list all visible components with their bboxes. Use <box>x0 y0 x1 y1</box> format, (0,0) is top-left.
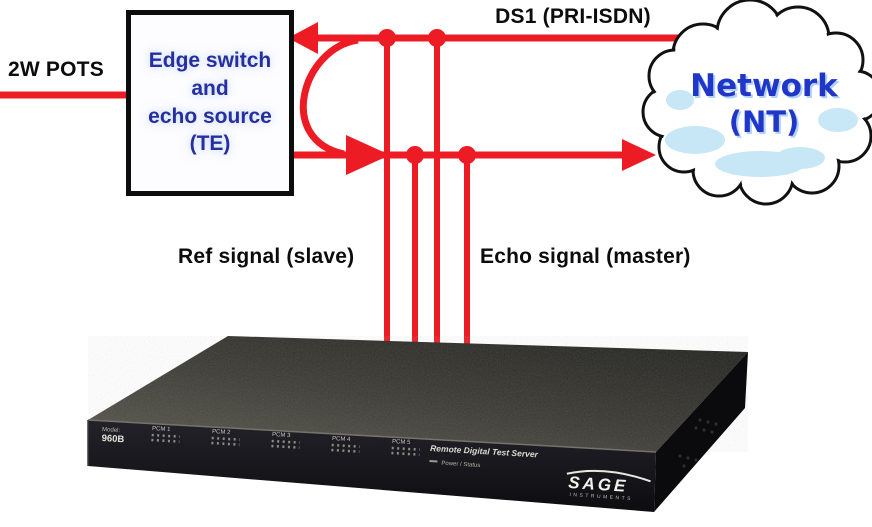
cloud-blue-tint <box>665 90 858 177</box>
echo-loop-curve <box>299 36 359 158</box>
device-model-block: Model: 960B <box>101 427 124 445</box>
led-group-label: PCM 5 <box>392 439 411 446</box>
junction-dot-4 <box>458 146 476 164</box>
led-row <box>391 451 420 456</box>
device-led-group-5: PCM 5 <box>391 439 420 456</box>
edge-box-line-1: Edge switch <box>148 48 272 72</box>
network-cloud-shape <box>641 0 872 206</box>
device-led-group-1: PCM 1 <box>151 426 180 443</box>
led-row <box>211 436 240 441</box>
brand-swoosh <box>566 469 651 483</box>
led-group-label: PCM 2 <box>212 429 231 436</box>
device-side-vents <box>678 418 718 468</box>
junction-dot-1 <box>378 29 396 47</box>
device-brand-block: SAGE INSTRUMENTS <box>566 469 651 502</box>
device-led-group-3: PCM 3 <box>271 432 300 449</box>
led-row <box>271 444 300 449</box>
led-group-label: PCM 3 <box>272 432 291 439</box>
edge-switch-box: Edge switch and echo source (TE) <box>126 10 294 196</box>
ref-signal-label: Ref signal (slave) <box>178 245 355 268</box>
device-top-texture <box>88 336 748 452</box>
device-front-face <box>88 420 656 512</box>
led-group-label: PCM 1 <box>152 426 171 433</box>
echo-signal-label: Echo signal (master) <box>480 245 691 268</box>
led-row <box>151 433 180 438</box>
device-model-caption: Model: <box>102 427 121 434</box>
edge-box-line-2: and <box>191 76 229 100</box>
device-side-face <box>654 352 748 512</box>
ds1-arrowhead-left <box>288 22 318 54</box>
led-row <box>391 446 420 451</box>
edge-box-line-4: (TE) <box>189 132 231 156</box>
junction-dot-2 <box>428 29 446 47</box>
device-status-label: Power / Status <box>441 461 480 469</box>
led-row <box>151 438 180 443</box>
network-cloud-label: Network (NT) <box>660 68 868 140</box>
device-front-edge-highlight <box>87 419 657 453</box>
ds1-label: DS1 (PRI-ISDN) <box>495 5 651 28</box>
junction-dot-3 <box>406 146 424 164</box>
cloud-label-line-1: Network <box>690 68 838 104</box>
led-row <box>331 448 360 453</box>
led-group-label: PCM 4 <box>332 436 351 443</box>
test-device: Model: 960B PCM 1 PCM 2 PCM 3 PCM 4 <box>87 336 748 512</box>
echo-loop-arrowhead <box>346 135 390 175</box>
uplink-arrowhead-right <box>622 139 656 171</box>
signal-lines <box>0 22 720 348</box>
pots-label: 2W POTS <box>8 58 104 81</box>
device-brand-sub: INSTRUMENTS <box>569 492 633 502</box>
led-row <box>331 443 360 448</box>
device-led-group-4: PCM 4 <box>331 436 360 453</box>
edge-box-line-3: echo source <box>148 104 272 128</box>
device-brand: SAGE <box>568 473 629 496</box>
device-model-number: 960B <box>101 433 124 445</box>
cloud-label-line-2: (NT) <box>728 105 800 140</box>
device-led-group-2: PCM 2 <box>211 429 240 446</box>
led-row <box>271 439 300 444</box>
led-row <box>211 441 240 446</box>
